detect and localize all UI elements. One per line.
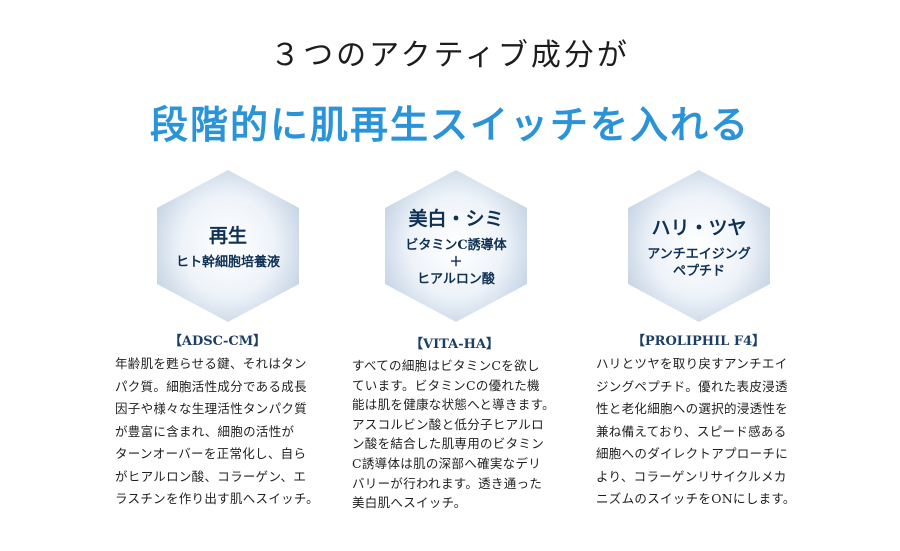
- description-line: 因子や様々な生理活性タンパク質: [115, 401, 308, 416]
- hexagon-shape: [628, 170, 770, 322]
- hexagon-title: 再生: [208, 225, 247, 247]
- hexagon-title: ハリ・ツヤ: [651, 216, 747, 239]
- ingredient-label: 【PROLIPHIL F4】: [631, 334, 766, 349]
- description-line: アスコルビン酸と低分子ヒアルロ: [352, 416, 544, 432]
- description-line: がヒアルロン酸、コラーゲン、エ: [115, 468, 307, 484]
- description-line: より、コラーゲンリサイクルメカ: [596, 468, 787, 484]
- description-line: ジングペプチド。優れた表皮浸透: [596, 378, 788, 394]
- hexagon-subtitle-line: アンチエイジング: [647, 246, 751, 262]
- description-line: ン酸を結合した肌専用のビタミン: [352, 436, 545, 452]
- ingredient-label: 【ADSC-CM】: [168, 334, 267, 349]
- hexagon-regeneration: 再生 ヒト幹細胞培養液: [153, 168, 303, 324]
- heading-line-2: 段階的に肌再生スイッチを入れる: [149, 103, 750, 147]
- description-line: 兼ね備えており、スピード感ある: [596, 423, 787, 439]
- hexagon-title: 美白・シミ: [408, 208, 504, 230]
- ingredient-column-proliphil: 【PROLIPHIL F4】 ハリとツヤを取り戻すアンチエイ ジングペプチド。優…: [596, 330, 801, 511]
- description-line: ハリとツヤを取り戻すアンチエイ: [596, 356, 788, 371]
- description-line: ラスチンを作り出す肌へスイッチ。: [115, 491, 319, 506]
- hexagon-subtitle: ビタミンC誘導体 ＋ ヒアルロン酸: [405, 237, 506, 288]
- hexagon-shape: [385, 170, 527, 322]
- description-line: 能は肌を健康な状態へと導きます。: [352, 397, 555, 413]
- ingredient-description: ハリとツヤを取り戻すアンチエイ ジングペプチド。優れた表皮浸透 性と老化細胞への…: [596, 353, 801, 511]
- description-line: すべての細胞はビタミンCを欲し: [352, 358, 540, 373]
- description-line: ニズムのスイッチをONにします。: [596, 491, 796, 506]
- hexagon-subtitle-line: ビタミンC誘導体: [405, 238, 507, 253]
- hexagon-subtitle: アンチエイジング ペプチド: [647, 246, 750, 280]
- hexagon-subtitle-line: ＋: [449, 255, 463, 270]
- ingredient-description: 年齢肌を甦らせる鍵、それはタン パク質。細胞活性成分である成長 因子や様々な生理…: [115, 353, 320, 511]
- description-line: 年齢肌を甦らせる鍵、それはタン: [115, 356, 307, 371]
- description-line: 性と老化細胞への選択的浸透性を: [596, 401, 789, 416]
- hexagon-subtitle-line: ヒト幹細胞培養液: [175, 255, 280, 270]
- description-line: が豊富に含まれ、細胞の活性が: [115, 423, 295, 439]
- description-line: C誘導体は肌の深部へ確実なデリ: [352, 455, 542, 471]
- description-line: ターンオーバーを正常化し、自ら: [115, 446, 307, 461]
- hexagon-whitening: 美白・シミ ビタミンC誘導体 ＋ ヒアルロン酸: [381, 168, 531, 324]
- hexagon-firmness: ハリ・ツヤ アンチエイジング ペプチド: [624, 168, 774, 324]
- description-line: ています。ビタミンCの優れた機: [352, 377, 540, 393]
- description-line: パク質。細胞活性成分である成長: [115, 378, 307, 394]
- ingredient-column-adsc: 【ADSC-CM】 年齢肌を甦らせる鍵、それはタン パク質。細胞活性成分である成…: [115, 330, 320, 511]
- ingredient-label: 【VITA-HA】: [410, 337, 499, 352]
- description-line: バリーが行われます。透き通った: [352, 475, 543, 491]
- hexagon-subtitle-line: ペプチド: [672, 263, 725, 279]
- description-line: 細胞へのダイレクトアプローチに: [596, 446, 789, 461]
- description-line: 美白肌へスイッチ。: [352, 495, 467, 511]
- hexagon-subtitle: ヒト幹細胞培養液: [176, 254, 280, 271]
- ingredient-column-vita-ha: 【VITA-HA】 すべての細胞はビタミンCを欲し ています。ビタミンCの優れた…: [352, 333, 557, 513]
- heading-line-1: ３つのアクティブ成分が: [270, 38, 630, 73]
- hexagon-subtitle-line: ヒアルロン酸: [417, 272, 495, 287]
- ingredient-description: すべての細胞はビタミンCを欲し ています。ビタミンCの優れた機 能は肌を健康な状…: [352, 356, 557, 513]
- hexagon-shape: [157, 170, 299, 322]
